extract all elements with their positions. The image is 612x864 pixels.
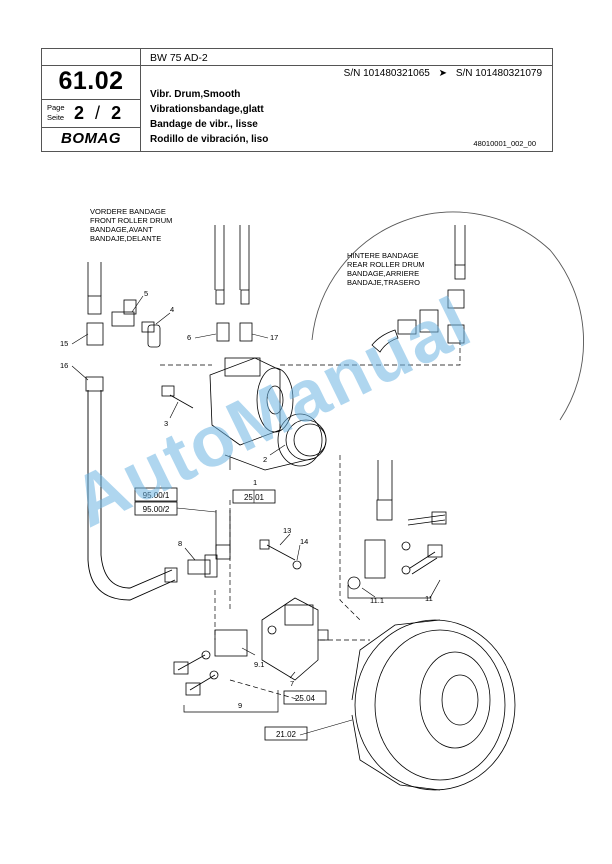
callout-17: 17 [270, 333, 278, 342]
bolts [161, 385, 447, 696]
callout-13: 13 [283, 526, 291, 535]
title-en: Vibr. Drum,Smooth [150, 89, 241, 100]
ref-25-04: 25.04 [295, 694, 316, 703]
ref-95-00-2: 95.00/2 [143, 505, 170, 514]
callout-7: 7 [290, 679, 294, 688]
front-label-line: BANDAJE,DELANTE [90, 234, 161, 243]
page-separator: / [95, 103, 102, 123]
reference-boxes [134, 487, 327, 741]
page-total: 2 [111, 103, 123, 123]
callout-9: 9 [238, 701, 242, 710]
serial-range: S/N 101480321065 ➤ S/N 101480321079 [344, 68, 542, 79]
callout-11: 11 [425, 594, 433, 603]
front-drum-label: VORDERE BANDAGE FRONT ROLLER DRUM BANDAG… [90, 207, 172, 243]
callout-9-1: 9.1 [254, 660, 264, 669]
page-label: Page [47, 103, 65, 112]
callout-8: 8 [178, 539, 182, 548]
callout-1: 1 [253, 478, 257, 487]
page-number: 61.02 [58, 67, 124, 95]
dashed-leaders [160, 340, 461, 701]
arrow-icon: ➤ [438, 68, 448, 79]
callout-5: 5 [144, 289, 148, 298]
title-fr: Bandage de vibr., lisse [150, 119, 258, 130]
callout-3: 3 [164, 419, 168, 428]
front-label-line: BANDAGE,AVANT [90, 225, 153, 234]
ref-95-00-1: 95.00/1 [143, 491, 170, 500]
callout-6: 6 [187, 333, 191, 342]
callout-numbers: 5 4 15 16 6 17 3 2 1 13 14 8 9.1 7 9 11.… [60, 289, 433, 710]
rear-label-line: BANDAGE,ARRIERE [347, 269, 419, 278]
ref-25-01: 25.01 [244, 493, 265, 502]
callout-15: 15 [60, 339, 68, 348]
callout-16: 16 [60, 361, 68, 370]
divider [140, 49, 141, 152]
model-name: BW 75 AD-2 [150, 52, 208, 64]
seite-label: Seite [47, 113, 65, 122]
hydraulic-lines [85, 225, 466, 601]
divider [42, 65, 140, 66]
page-current: 2 [74, 103, 86, 123]
title-de: Vibrationsbandage,glatt [150, 104, 264, 115]
callout-2: 2 [263, 455, 267, 464]
part-titles: Vibr. Drum,Smooth Vibrationsbandage,glat… [150, 87, 268, 147]
callout-leaders [71, 295, 376, 736]
divider [42, 99, 140, 100]
title-es: Rodillo de vibración, liso [150, 134, 269, 145]
rear-drum-inset-circle [311, 211, 584, 421]
drum-hub [351, 619, 516, 791]
serial-to: S/N 101480321079 [455, 68, 542, 79]
callout-4: 4 [170, 305, 174, 314]
rear-label-line: HINTERE BANDAGE [347, 251, 419, 260]
header-block: BW 75 AD-2 61.02 Page Seite 2 / 2 BOMAG … [41, 48, 553, 152]
rear-drum-label: HINTERE BANDAGE REAR ROLLER DRUM BANDAGE… [347, 251, 425, 287]
rear-label-line: BANDAJE,TRASERO [347, 278, 420, 287]
callout-14: 14 [300, 537, 308, 546]
divider [140, 65, 553, 66]
exploded-view-drawing: VORDERE BANDAGE FRONT ROLLER DRUM BANDAG… [60, 207, 584, 791]
bracket-lines [183, 454, 441, 713]
front-label-line: FRONT ROLLER DRUM [90, 216, 172, 225]
fittings [86, 289, 465, 583]
brand-logo: BOMAG [61, 130, 121, 147]
reference-labels: 95.00/1 95.00/2 25.01 25.04 21.02 [143, 491, 316, 739]
callout-11-1: 11.1 [370, 596, 384, 605]
pump [261, 597, 329, 681]
page-count: 2 / 2 [74, 103, 122, 124]
front-label-line: VORDERE BANDAGE [90, 207, 166, 216]
ref-21-02: 21.02 [276, 730, 297, 739]
serial-from: S/N 101480321065 [343, 68, 430, 79]
rear-label-line: REAR ROLLER DRUM [347, 260, 425, 269]
document-number: 48010001_002_00 [473, 139, 536, 148]
divider [42, 127, 140, 128]
